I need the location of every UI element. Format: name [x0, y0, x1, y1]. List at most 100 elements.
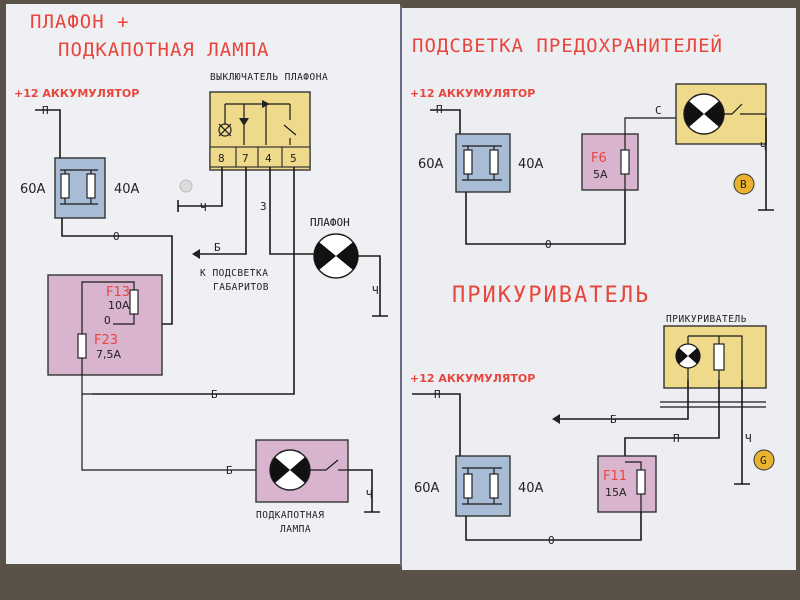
f23-wiring — [81, 358, 256, 471]
fuse-f11-block — [597, 455, 657, 513]
right-wire-ch-label: Ч — [760, 140, 767, 153]
pin5-wire-label: Б — [211, 388, 218, 401]
fuse-f23-amp: 7,5А — [96, 348, 121, 361]
fuse-f11-name: F11 — [603, 469, 627, 484]
switch-title: ВЫКЛЮЧАТЕЛЬ ПЛАФОНА — [210, 72, 328, 83]
right2-fuse-40-label: 40А — [518, 481, 544, 496]
fuse-f13-name: F13 — [106, 285, 130, 300]
switch-diode-icon-2 — [262, 100, 270, 108]
ground-g-badge — [753, 449, 775, 471]
right-fuse-40-label: 40А — [518, 157, 544, 172]
hood-ground-wire — [348, 469, 380, 513]
left-fuse-60 — [60, 173, 70, 199]
right-wire-b-label: Б — [610, 413, 617, 426]
fuse-f23-name: F23 — [94, 333, 118, 348]
left-main-fuse-box — [54, 157, 106, 219]
pin4-wire — [269, 167, 314, 255]
fuse-f6-name: F6 — [591, 151, 607, 166]
switch-pin-5: 5 — [290, 152, 297, 165]
left-battery-label: +12 АККУМУЛЯТОР — [14, 87, 139, 100]
right-title: ПОДСВЕТКА ПРЕДОХРАНИТЕЛЕЙ — [412, 34, 723, 57]
right-fuse-60-label: 60А — [418, 157, 444, 172]
pin4-wire-label: З — [260, 200, 267, 213]
ground-g-label: G — [760, 454, 767, 467]
lamp-wire-label: Ч — [372, 284, 379, 297]
lighter-ground-wire — [734, 380, 750, 485]
f11-wiring — [625, 461, 642, 512]
switch-diode-icon — [239, 118, 249, 126]
cigarette-title: ПРИКУРИВАТЕЛЬ — [452, 283, 650, 308]
left-wire-o1-label: О — [113, 230, 120, 243]
left-title-line1: ПЛАФОН + — [30, 11, 130, 33]
right-wire-o — [465, 190, 626, 245]
ceiling-lamp-icon — [313, 233, 359, 279]
hood-wire-label: Ч — [366, 488, 373, 501]
ground-b-label: B — [740, 178, 747, 191]
parking-arrow-icon — [192, 249, 200, 259]
fuse-f11-amp: 15А — [605, 486, 627, 499]
lighter-arrow-icon — [552, 414, 560, 424]
right-battery-label: +12 АККУМУЛЯТОР — [410, 87, 535, 100]
fuse-f6 — [620, 149, 630, 175]
left-fuse-block-f13-f23 — [47, 274, 163, 376]
fuse-light-lamp-icon — [683, 93, 725, 135]
lighter-internal-wiring — [687, 335, 743, 380]
left-fuse-60-label: 60А — [20, 182, 46, 197]
block-wire-o-label: О — [104, 314, 111, 327]
hood-label-1: ПОДКАПОТНАЯ — [256, 510, 324, 521]
parking-label-2: ГАБАРИТОВ — [213, 282, 269, 293]
right2-fuse-60-label: 60А — [414, 481, 440, 496]
fuse-f11 — [636, 469, 646, 495]
right-wire-ch2-label: Ч — [745, 432, 752, 445]
right2-wire-o — [465, 512, 642, 541]
left-title-line2: ПОДКАПОТНАЯ ЛАМПА — [58, 39, 269, 61]
right2-fuse-40 — [489, 473, 499, 499]
fuse-f13-amp: 10А — [108, 299, 130, 312]
pin8-ground-wire — [177, 167, 223, 212]
hood-lamp-icon — [269, 449, 311, 491]
f6-wiring — [624, 117, 676, 190]
lighter-title: ПРИКУРИВАТЕЛЬ — [666, 314, 747, 325]
switch-pin-strip — [209, 146, 311, 168]
right-fuse-bus — [462, 145, 502, 181]
right-wire-p-label: П — [673, 432, 680, 445]
left-fuse-bus — [60, 169, 98, 205]
hood-wire-b-label: Б — [226, 464, 233, 477]
ground-terminal-icon — [179, 179, 193, 193]
left-fuse-40-label: 40А — [114, 182, 140, 197]
right-fuse-40 — [489, 149, 499, 175]
pin5-wire — [92, 167, 295, 395]
fuse-f13 — [129, 289, 139, 315]
right-battery-wire — [430, 109, 461, 134]
right-wire-c-label: С — [655, 104, 662, 117]
left-fuse-40 — [86, 173, 96, 199]
switch-pin-8: 8 — [218, 152, 225, 165]
right-fuse-60 — [463, 149, 473, 175]
right2-fuse-60 — [463, 473, 473, 499]
right2-wire-o-label: О — [548, 534, 555, 547]
f13-wiring — [81, 281, 135, 334]
lighter-lamp-icon — [675, 343, 701, 369]
lamp-ground-wire — [358, 255, 388, 317]
switch-pin-7: 7 — [242, 152, 249, 165]
right-wire-o-label: О — [545, 238, 552, 251]
fuse-f6-amp: 5А — [593, 168, 608, 181]
lighter-wire-p — [624, 380, 720, 456]
switch-pin-4: 4 — [265, 152, 272, 165]
right2-fuse-bus — [462, 467, 502, 505]
hood-lamp-switch-icon — [310, 459, 348, 471]
parking-label-1: К ПОДСВЕТКА — [200, 268, 268, 279]
right-battery2-wire — [412, 393, 461, 456]
left-battery-wire — [35, 109, 61, 158]
lighter-wire-b — [560, 380, 689, 420]
fuse-light-ground-wire — [758, 118, 774, 211]
lighter-bus-lines — [660, 401, 766, 408]
hood-label-2: ЛАМПА — [280, 524, 311, 535]
pin7-wire-label: Б — [214, 241, 221, 254]
right-battery2-label: +12 АККУМУЛЯТОР — [410, 372, 535, 385]
lighter-heater-icon — [713, 343, 725, 371]
fuse-f23 — [77, 333, 87, 359]
lamp-title: ПЛАФОН — [310, 216, 350, 229]
fuse-light-switch-icon — [724, 103, 766, 115]
